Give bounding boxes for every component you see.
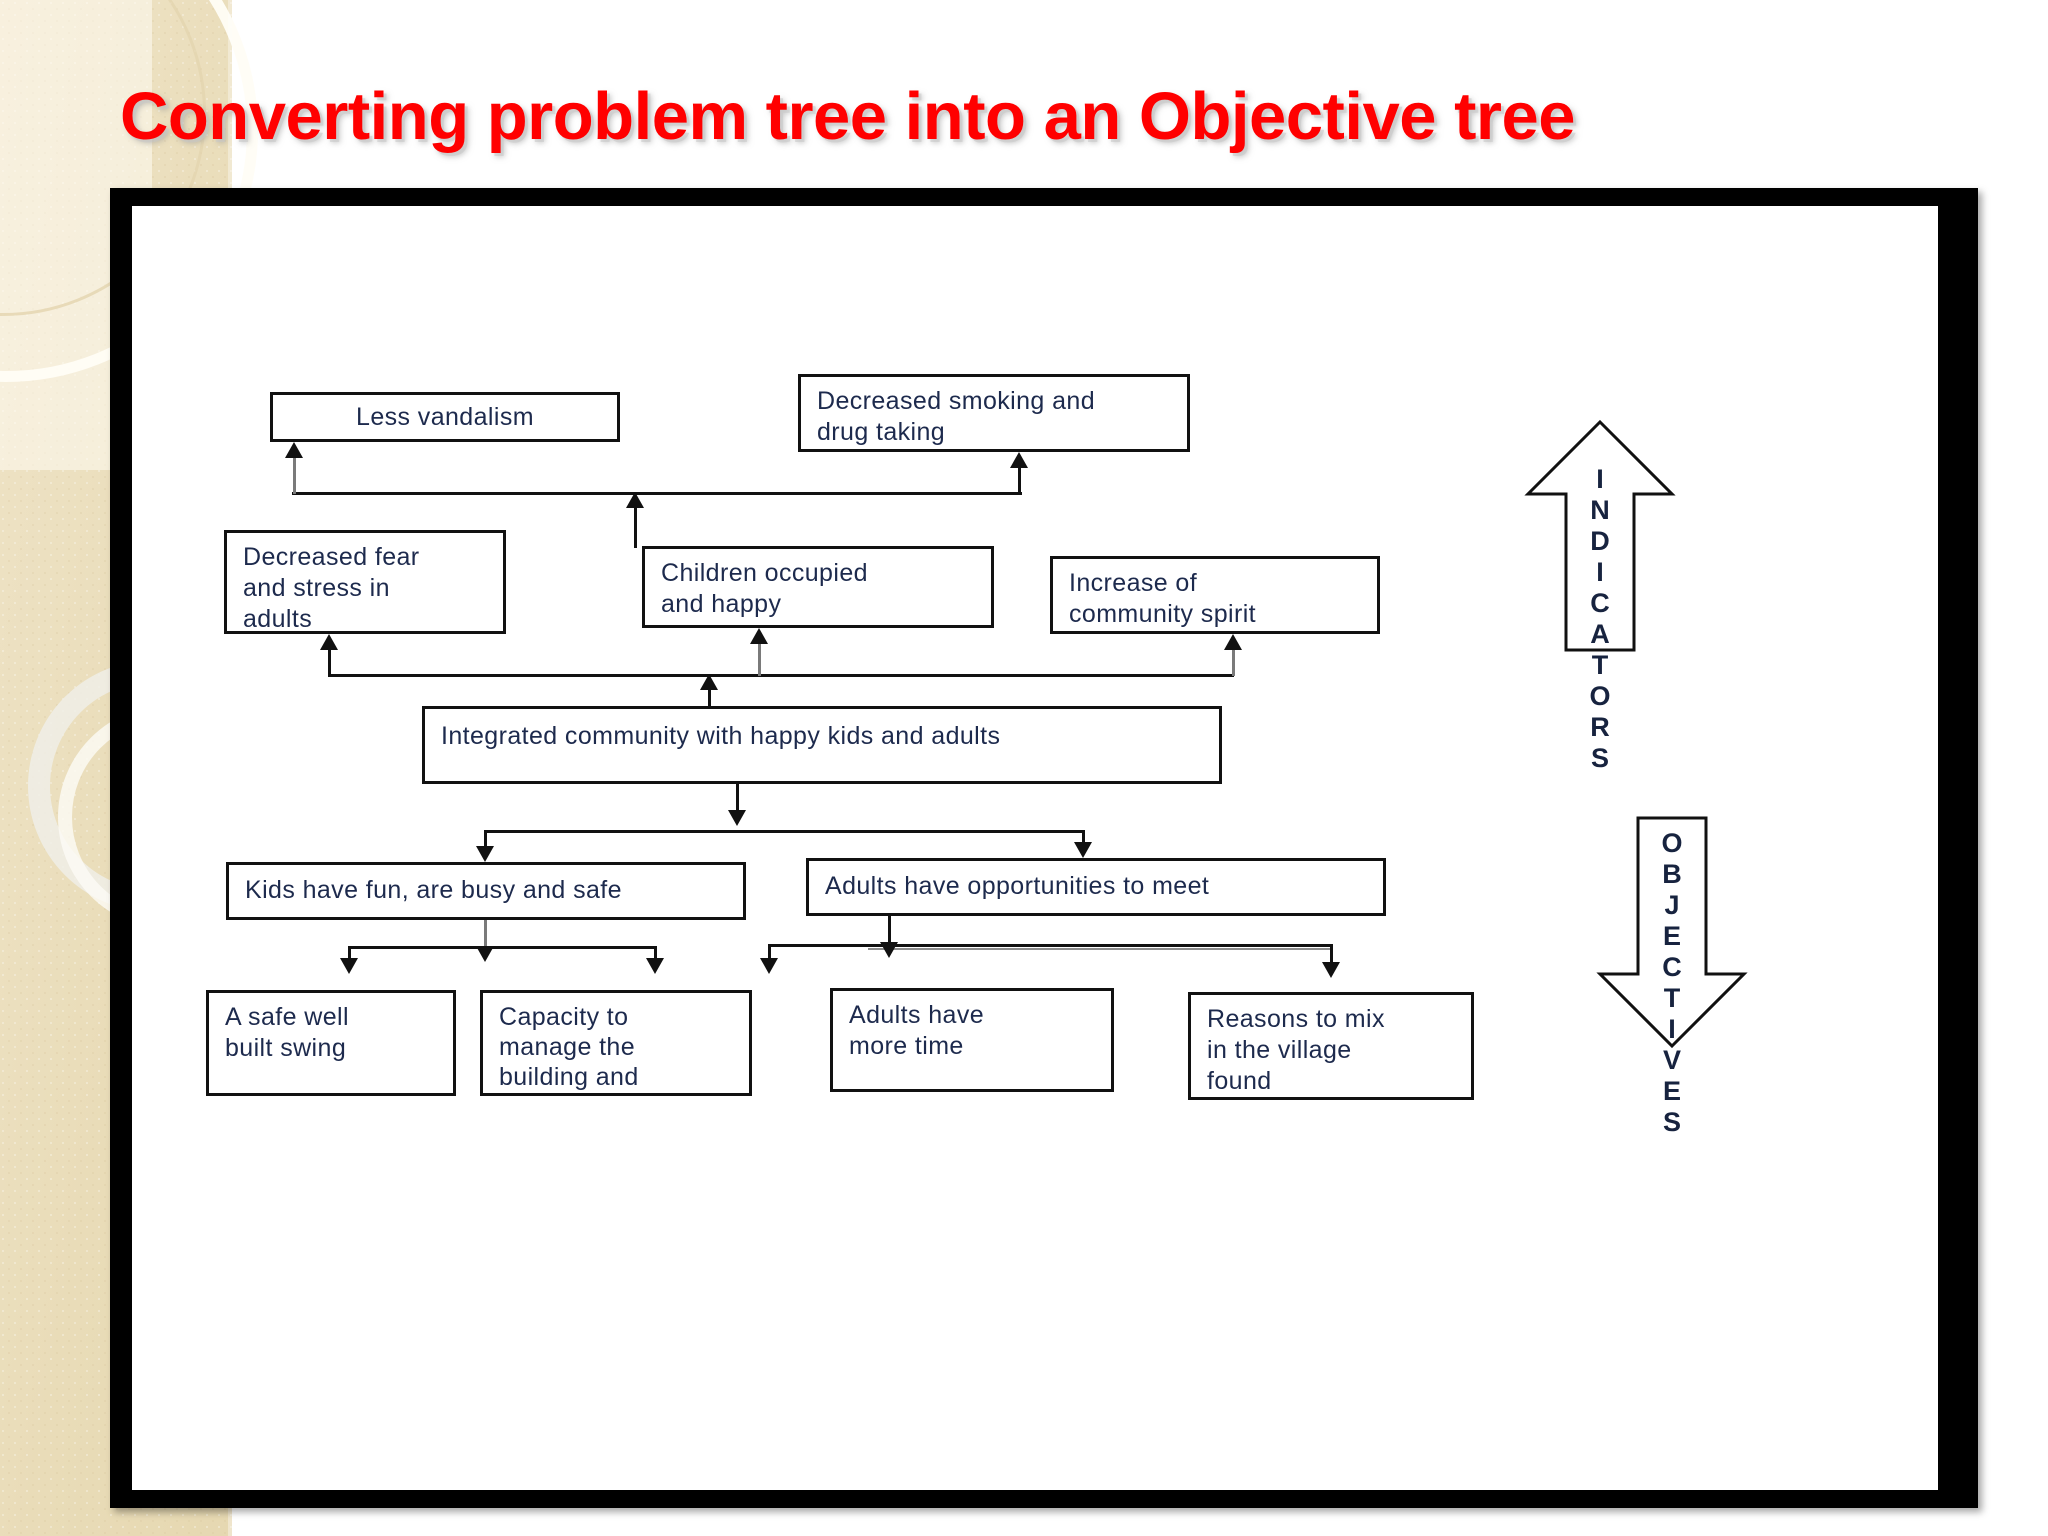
connector-spirit-riser <box>1232 648 1235 676</box>
connector-adults-rail-left <box>768 944 771 960</box>
node-label-line-2: built swing <box>225 1034 347 1062</box>
arrowhead-capacity-manage <box>646 958 664 974</box>
connector-kids-down <box>484 920 487 948</box>
node-label-line-1: Adults have <box>849 1001 985 1029</box>
arrow-up-icon <box>1524 419 1676 652</box>
node-children-occupied[interactable]: Children occupied and happy <box>642 546 994 628</box>
arrowhead-less-vandalism <box>285 442 303 458</box>
connector-less-vandalism-riser <box>293 456 296 494</box>
node-label-line-1: Increase of <box>1069 569 1198 597</box>
objectives-label: OBJECTIVES <box>1657 828 1687 1138</box>
arrowhead-rail-center <box>626 492 644 508</box>
arrowhead-kids-fun <box>476 846 494 862</box>
node-label: Adults have opportunities to meet <box>825 872 1210 900</box>
node-label-line-2: and happy <box>661 590 782 618</box>
node-capacity-manage[interactable]: Capacity to manage the building and <box>480 990 752 1096</box>
node-less-vandalism[interactable]: Less vandalism <box>270 392 620 442</box>
diagram-canvas: Less vandalism Decreased smoking and dru… <box>132 206 1938 1490</box>
node-label-line-3: found <box>1207 1067 1272 1095</box>
connector-kids-rail-left <box>348 946 351 960</box>
arrowhead-kids-center <box>476 946 494 962</box>
node-community-spirit[interactable]: Increase of community spirit <box>1050 556 1380 634</box>
node-label-line-2: manage the <box>499 1033 636 1061</box>
arrowhead-adults-meet <box>1074 842 1092 858</box>
node-decreased-fear[interactable]: Decreased fear and stress in adults <box>224 530 506 634</box>
arrowhead-community-spirit <box>1224 634 1242 650</box>
objective-tree-diagram: Less vandalism Decreased smoking and dru… <box>132 206 1938 1490</box>
connector-kids-rail-right <box>654 946 657 960</box>
connector-rail-obj-left <box>484 830 487 848</box>
image-frame: Less vandalism Decreased smoking and dru… <box>110 188 1978 1508</box>
node-label-line-3: adults <box>243 605 313 633</box>
node-label-line-2: drug taking <box>817 418 946 446</box>
objectives-arrow: OBJECTIVES <box>1594 812 1750 1138</box>
arrowhead-safe-swing <box>340 958 358 974</box>
node-label-line-1: Children occupied <box>661 559 868 587</box>
arrowhead-adults-center <box>880 942 898 958</box>
connector-kids-rail <box>348 946 656 949</box>
arrowhead-rail-mid-center <box>700 674 718 690</box>
node-label-line-2: community spirit <box>1069 600 1256 628</box>
node-label: Kids have fun, are busy and safe <box>245 876 622 904</box>
connector-adults-down <box>888 916 891 946</box>
arrowhead-reasons-mix <box>1322 962 1340 978</box>
node-safe-swing[interactable]: A safe well built swing <box>206 990 456 1096</box>
connector-integrated-to-rail <box>708 688 711 708</box>
arrowhead-adults-time <box>760 958 778 974</box>
connector-adults-rail-shadow <box>868 948 1332 950</box>
connector-adults-rail-right <box>1330 944 1333 964</box>
connector-fear-riser <box>328 650 331 676</box>
connector-children-to-rail <box>634 506 637 548</box>
node-kids-fun[interactable]: Kids have fun, are busy and safe <box>226 862 746 920</box>
connector-rail-top <box>292 492 1022 495</box>
connector-rail-mid <box>328 674 1234 677</box>
node-label-line-1: Capacity to <box>499 1003 629 1031</box>
node-label-line-2: more time <box>849 1032 964 1060</box>
connector-adults-rail <box>768 944 1332 947</box>
node-label-line-3: building and <box>499 1063 639 1091</box>
node-decreased-smoking[interactable]: Decreased smoking and drug taking <box>798 374 1190 452</box>
node-label-line-1: Decreased smoking and <box>817 387 1095 415</box>
connector-integrated-down <box>736 784 739 812</box>
arrow-down-icon <box>1596 816 1748 1049</box>
arrowhead-decreased-smoking <box>1010 452 1028 468</box>
page-title: Converting problem tree into an Objectiv… <box>120 79 1576 154</box>
node-label-line-2: and stress in <box>243 574 390 602</box>
node-adults-time[interactable]: Adults have more time <box>830 988 1114 1092</box>
connector-rail-objectives <box>484 830 1084 833</box>
node-label-line-1: A safe well <box>225 1003 349 1031</box>
node-reasons-mix[interactable]: Reasons to mix in the village found <box>1188 992 1474 1100</box>
node-label: Integrated community with happy kids and… <box>441 722 1001 750</box>
indicators-label: INDICATORS <box>1585 464 1615 774</box>
connector-smoking-riser <box>1018 468 1021 494</box>
node-label-line-1: Reasons to mix <box>1207 1005 1385 1033</box>
node-label-line-1: Decreased fear <box>243 543 420 571</box>
node-adults-meet[interactable]: Adults have opportunities to meet <box>806 858 1386 916</box>
connector-rail-obj-right <box>1082 830 1085 844</box>
node-label-line-2: in the village <box>1207 1036 1352 1064</box>
node-label: Less vandalism <box>356 402 534 431</box>
arrowhead-decreased-fear <box>320 634 338 650</box>
connector-children-riser <box>758 642 761 676</box>
indicators-arrow: INDICATORS <box>1522 416 1678 774</box>
arrowhead-children-occupied <box>750 628 768 644</box>
node-integrated-community[interactable]: Integrated community with happy kids and… <box>422 706 1222 784</box>
arrowhead-integrated-down <box>728 810 746 826</box>
